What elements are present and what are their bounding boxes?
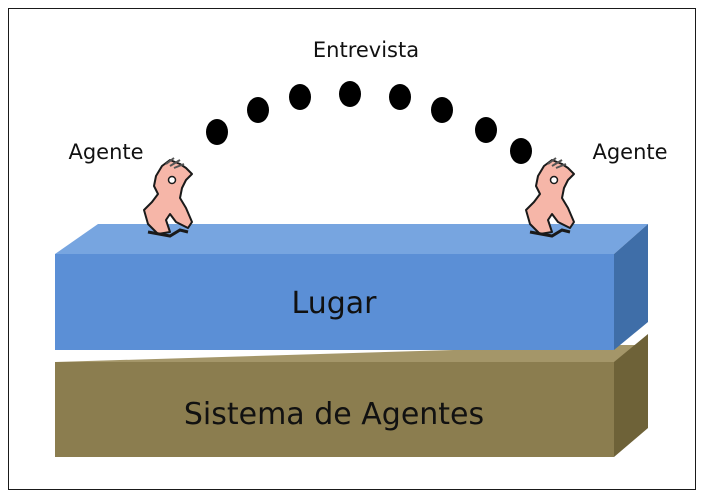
arc-dot <box>206 119 228 145</box>
layer-top-side-face <box>614 224 648 350</box>
arc-dot <box>389 84 411 110</box>
layer-sistema-de-agentes: Sistema de Agentes <box>55 334 648 457</box>
arc-dot <box>289 84 311 110</box>
agent-right-icon <box>525 157 575 238</box>
arc-dot <box>475 117 497 143</box>
agent-right-label: Agente <box>592 140 667 164</box>
arc-dot <box>247 97 269 123</box>
layer-top-front-face <box>55 254 614 350</box>
agent-left-icon <box>143 157 193 238</box>
layer-lugar: Lugar <box>55 224 648 350</box>
interview-label: Entrevista <box>313 38 419 62</box>
layer-bottom-label: Sistema de Agentes <box>184 397 484 432</box>
interview-arc <box>206 81 532 164</box>
arc-dot <box>510 138 532 164</box>
layer-bottom-front-face <box>55 362 614 457</box>
arc-dot <box>431 97 453 123</box>
layer-top-label: Lugar <box>292 286 378 321</box>
agent-left-label: Agente <box>68 140 143 164</box>
layer-top-top-face <box>55 224 648 254</box>
layer-bottom-side-face <box>614 334 648 457</box>
arc-dot <box>339 81 361 107</box>
